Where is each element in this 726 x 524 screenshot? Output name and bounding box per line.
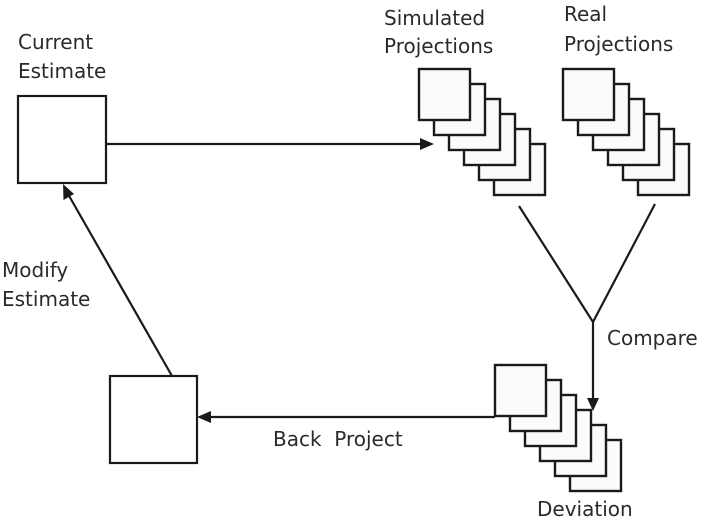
back-project-label: Back Project (273, 427, 403, 451)
update-box (108, 374, 199, 465)
forward-project-arrowhead (420, 138, 434, 150)
real-projections-stack (561, 67, 691, 197)
simulated-projections-label-line2: Projections (384, 34, 493, 58)
modify-estimate-label-line2: Estimate (2, 287, 90, 311)
modify-estimate-label-line1: Modify (2, 258, 68, 282)
back-project-arrowhead (197, 411, 211, 423)
real-projection-square (561, 67, 616, 122)
compare-right-arm (592, 203, 656, 323)
simulated-projection-square (417, 67, 472, 122)
simulated-projections-stack (417, 67, 547, 197)
modify-estimate-arrow-line (67, 193, 173, 377)
compare-label: Compare (607, 326, 698, 350)
compare-left-arm (518, 205, 594, 323)
compare-arrowhead (587, 398, 599, 411)
current-estimate-label-line1: Current (18, 30, 93, 54)
current-estimate-box (16, 94, 108, 185)
deviation-label: Deviation (537, 497, 633, 521)
real-projections-label-line1: Real (564, 2, 607, 26)
current-estimate-label-line2: Estimate (18, 59, 106, 83)
modify-estimate-arrowhead (63, 184, 74, 200)
real-projections-label-line2: Projections (564, 32, 673, 56)
deviation-stack (493, 363, 623, 493)
deviation-square (493, 363, 548, 418)
simulated-projections-label-line1: Simulated (384, 6, 485, 30)
